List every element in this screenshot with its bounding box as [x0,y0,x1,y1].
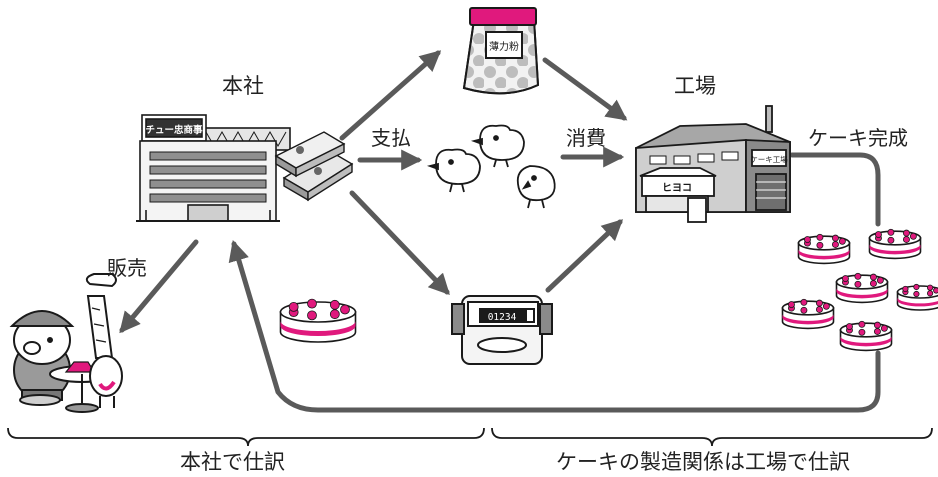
payment-label: 支払 [371,126,411,150]
brace-factory [491,427,933,447]
arrow-meter-to-factory [545,219,624,293]
factory-label: 工場 [674,74,716,98]
utility-meter-icon [451,295,553,365]
factory-building [635,105,791,223]
head-office-journal-label: 本社で仕訳 [180,450,285,474]
flour-bag-label: 薄力粉 [489,40,519,53]
arrow-to-meter [349,190,450,296]
bottom-braces [7,427,933,447]
strawberry-cake-icon [279,298,357,343]
strawberry-cake-icon [835,272,889,304]
company-name-sign: チュー忠商事 [145,124,203,136]
arrows [119,50,881,413]
arrow-cake-return-loop [234,152,881,413]
cake-complete-label: ケーキ完成 [808,126,908,150]
strawberry-cake-icon [896,283,938,311]
cake-group [279,228,938,352]
head-office-building [136,114,291,222]
consumption-label: 消費 [566,126,606,150]
sales-label: 販売 [107,256,147,280]
money-stack-icon [274,131,354,202]
chick-icon [426,148,481,193]
chick-icon [516,165,556,209]
factory-brand-sign: ヒヨコ [662,182,692,194]
factory-sign: ケーキ工場 [750,154,788,164]
arrow-flour-to-factory [542,57,628,121]
brace-head-office [7,427,485,447]
factory-journal-label: ケーキの製造関係は工場で仕訳 [556,450,850,474]
strawberry-cake-icon [868,228,922,260]
head-office-label: 本社 [222,74,264,98]
strawberry-cake-icon [839,320,893,352]
arrow-sales [119,239,199,334]
flour-bag-icon [462,7,540,95]
strawberry-cake-icon [797,233,851,265]
arrow-to-flour [339,50,442,141]
strawberry-cake-icon [781,298,835,330]
customers-illustration [9,273,123,413]
chick-icon [470,124,525,168]
chick-icons [426,124,556,209]
meter-reading: 01234 [488,312,517,323]
